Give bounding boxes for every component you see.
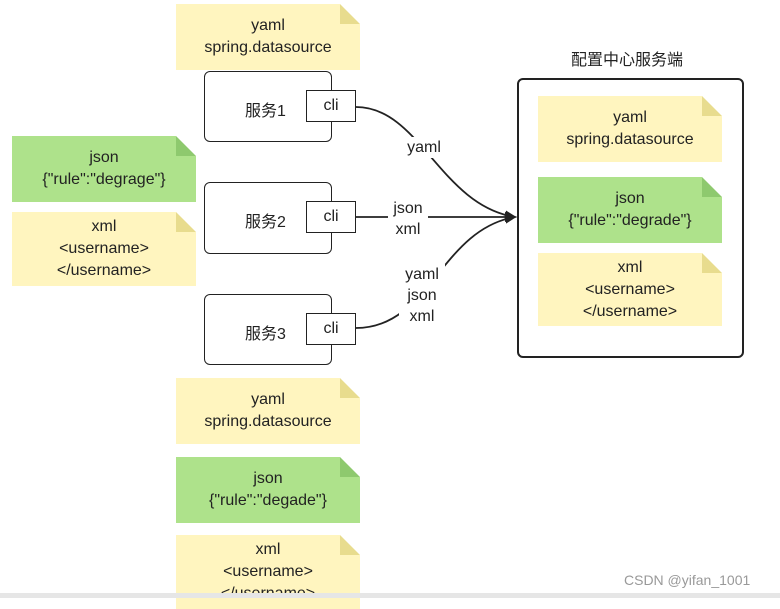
- note-json-bottom: json {"rule":"degade"}: [176, 457, 360, 523]
- note-line: json: [89, 149, 119, 166]
- cli-box-2: cli: [306, 201, 356, 233]
- note-line: xml: [255, 541, 281, 558]
- edge-label-2: json xml: [388, 198, 428, 240]
- fold-corner: [702, 96, 722, 116]
- edge-label-line: json: [407, 287, 437, 304]
- note-line: </username>: [582, 302, 678, 320]
- note-line: xml: [91, 218, 117, 235]
- note-line: </username>: [56, 262, 152, 279]
- edge-service1: [355, 106, 517, 221]
- fold-corner: [702, 177, 722, 197]
- cli-label: cli: [323, 320, 339, 337]
- cli-label: cli: [323, 208, 339, 225]
- fold-corner: [340, 378, 360, 398]
- edge-label-line: yaml: [407, 139, 441, 156]
- note-line: json: [253, 470, 283, 487]
- bottom-border: [0, 593, 780, 598]
- cli-box-1: cli: [306, 90, 356, 122]
- note-line: <username>: [585, 280, 675, 298]
- edge-label-line: xml: [395, 221, 421, 238]
- note-yaml-top: yaml spring.datasource: [176, 4, 360, 70]
- cli-box-3: cli: [306, 313, 356, 345]
- fold-corner: [176, 136, 196, 156]
- note-line: {"rule":"degrage"}: [42, 171, 166, 188]
- cli-label: cli: [323, 97, 339, 114]
- note-yaml-server: yaml spring.datasource: [538, 96, 722, 162]
- note-line: spring.datasource: [204, 413, 332, 430]
- note-line: json: [615, 190, 645, 207]
- note-xml-left: xml <username> </username>: [12, 212, 196, 286]
- note-line: spring.datasource: [566, 131, 694, 148]
- note-line: <username>: [223, 563, 313, 580]
- fold-corner: [176, 212, 196, 232]
- note-yaml-bottom: yaml spring.datasource: [176, 378, 360, 444]
- note-json-server: json {"rule":"degrade"}: [538, 177, 722, 243]
- service-label: 服务3: [245, 326, 286, 343]
- note-line: yaml: [251, 17, 285, 34]
- note-line: spring.datasource: [204, 39, 332, 56]
- edge-label-line: xml: [409, 308, 435, 325]
- edge-label-line: yaml: [405, 266, 439, 283]
- watermark: CSDN @yifan_1001: [624, 572, 751, 588]
- edge-label-1: yaml: [402, 137, 446, 158]
- note-json-left: json {"rule":"degrage"}: [12, 136, 196, 202]
- fold-corner: [340, 535, 360, 555]
- fold-corner: [340, 457, 360, 477]
- note-line: {"rule":"degrade"}: [568, 212, 692, 229]
- note-line: yaml: [613, 109, 647, 126]
- edge-label-3: yaml json xml: [399, 264, 445, 327]
- edge-label-line: json: [393, 200, 423, 217]
- fold-corner: [340, 4, 360, 24]
- note-line: yaml: [251, 391, 285, 408]
- service-label: 服务2: [245, 214, 286, 231]
- note-xml-server: xml <username> </username>: [538, 253, 722, 326]
- note-line: <username>: [59, 240, 149, 257]
- note-line: {"rule":"degade"}: [209, 492, 327, 509]
- fold-corner: [702, 253, 722, 273]
- note-line: xml: [617, 258, 643, 276]
- server-title: 配置中心服务端: [571, 52, 684, 69]
- service-label: 服务1: [245, 103, 286, 120]
